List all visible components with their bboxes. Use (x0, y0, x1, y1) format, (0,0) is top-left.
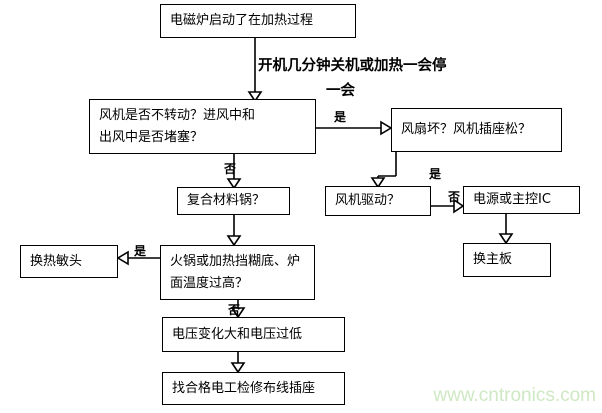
node-voltage-issue[interactable]: 电压变化大和电压过低 (162, 317, 345, 352)
node-start[interactable]: 电磁炉启动了在加热过程 (160, 4, 356, 38)
edge-label-no-hot: 否 (228, 303, 241, 317)
edge-label-no-fan: 否 (224, 162, 237, 176)
node-replace-mainboard[interactable]: 换主板 (463, 243, 551, 277)
node-overheat-check[interactable]: 火锅或加热挡糊底、炉 面温度过高？ (160, 245, 315, 300)
node-call-electrician[interactable]: 找合格电工检修布线插座 (162, 372, 345, 405)
arrowhead-n2-n3 (380, 120, 393, 136)
arrowhead-n4-n9 (226, 235, 242, 247)
node-fan-driver[interactable]: 风机驱动？ (325, 186, 431, 216)
free-text-line2: 一会 (326, 83, 355, 99)
arrowhead-n10-n11 (230, 362, 246, 374)
edge-label-no-drive: 否 (448, 190, 461, 204)
arrowhead-n9-n10 (230, 307, 246, 319)
node-replace-thermistor[interactable]: 换热敏头 (20, 245, 118, 278)
site-watermark: www.cntronics.com (433, 385, 596, 406)
arrowhead-n9-n8 (116, 250, 129, 266)
arrowhead-n1-n2 (247, 91, 263, 103)
node-fan-check[interactable]: 风机是否不转动？进风中和 出风中是否堵塞？ (89, 99, 316, 154)
edge-label-yes-drive: 是 (429, 167, 442, 181)
arrowhead-n3-n5 (370, 177, 386, 189)
node-power-mcu-ic[interactable]: 电源或主控IC (463, 186, 580, 214)
arrowhead-n5-n6 (453, 198, 465, 214)
arrowhead-n2-n4 (226, 178, 242, 190)
node-composite-pot[interactable]: 复合材料锅？ (177, 187, 290, 215)
node-fan-broken[interactable]: 风扇坏？风机插座松？ (391, 108, 562, 152)
free-text-line1: 开机几分钟关机或加热一会停 (258, 58, 447, 74)
edge-label-yes-hot: 是 (134, 244, 147, 258)
edge-label-yes-fan: 是 (334, 110, 347, 124)
arrowhead-n6-n7 (498, 233, 514, 245)
